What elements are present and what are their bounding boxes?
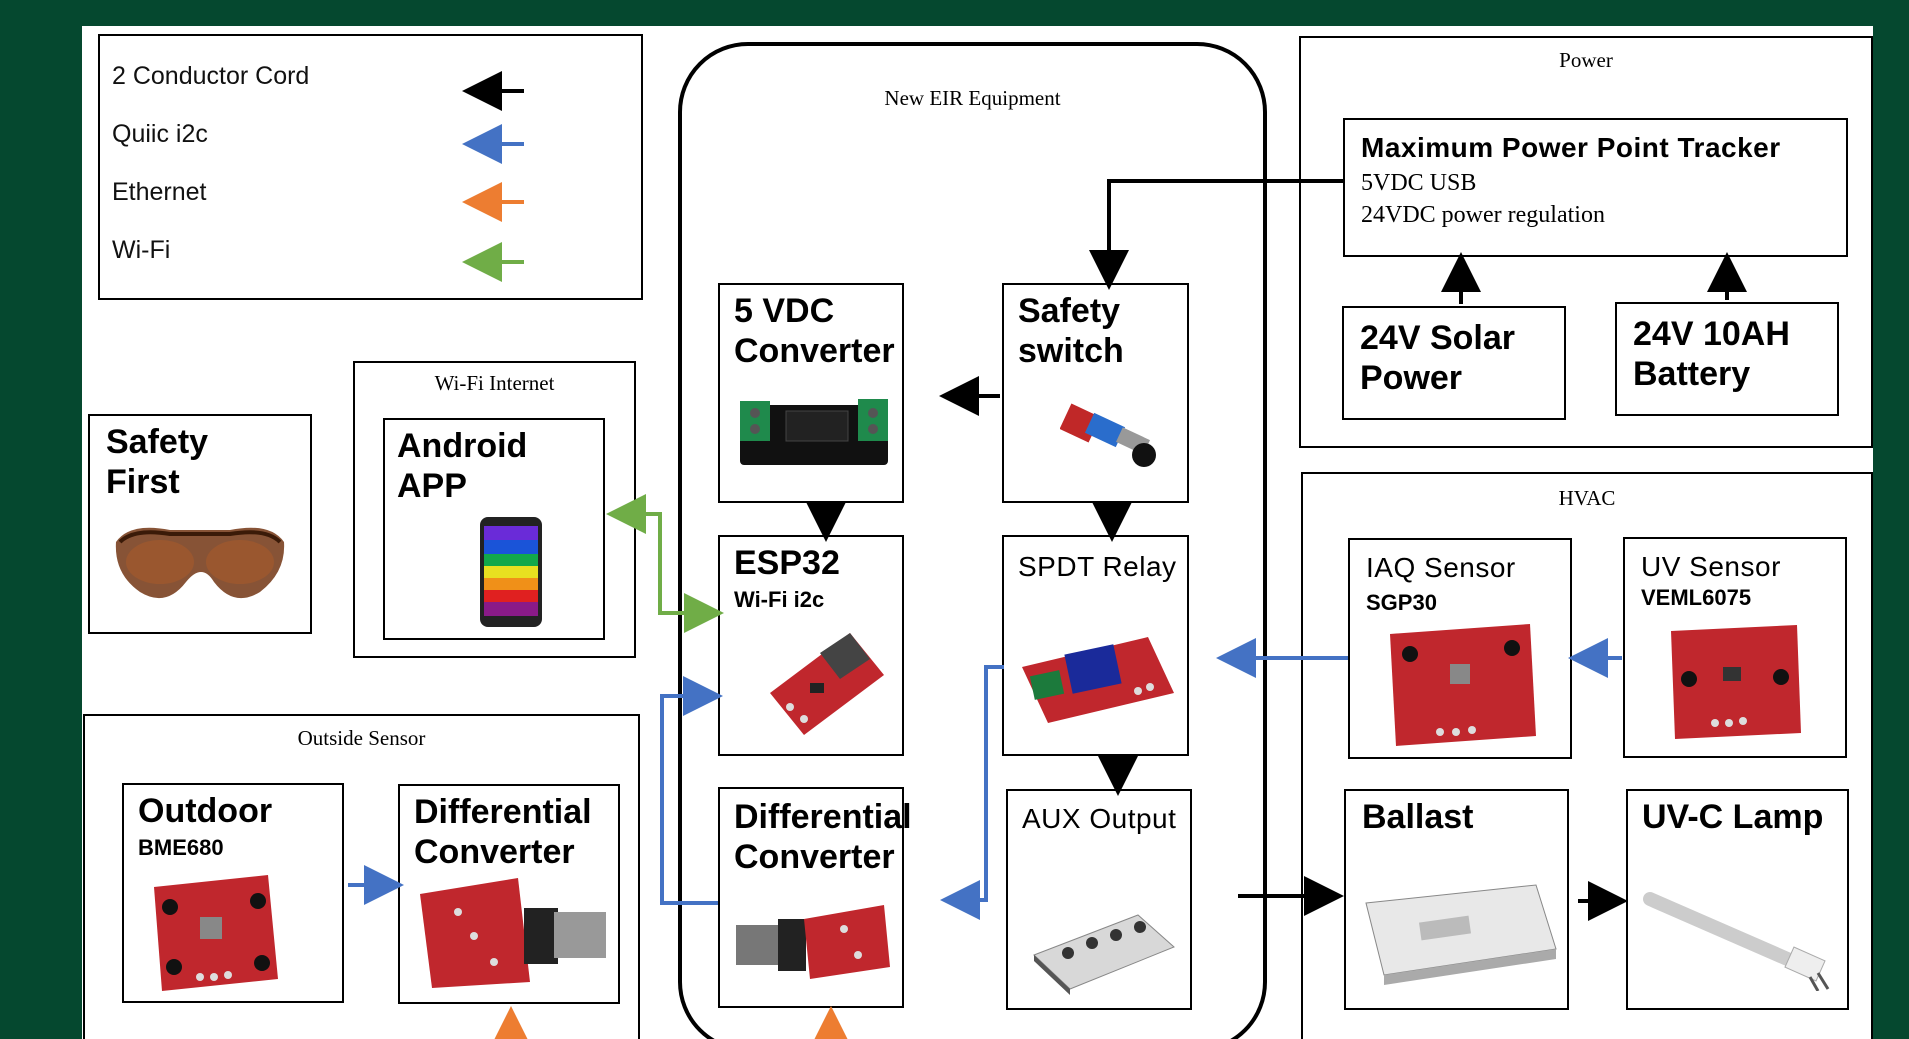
safety-glasses-icon — [115, 527, 285, 599]
legend-label-cord: 2 Conductor Cord — [112, 62, 310, 90]
bme680-board-icon — [154, 875, 278, 991]
uv-sensor-title: UV Sensor — [1641, 551, 1781, 582]
aux-output-title: AUX Output — [1022, 803, 1177, 834]
ballast-title: Ballast — [1362, 798, 1474, 836]
iaq-sensor-subtitle: SGP30 — [1366, 590, 1437, 615]
safety-first-block: Safety First — [88, 414, 312, 634]
android-app-title: Android APP — [397, 427, 528, 505]
differential-board-outside-icon — [420, 878, 606, 988]
legend-label-wifi: Wi-Fi — [112, 236, 171, 264]
aux-output-block: AUX Output — [1006, 789, 1192, 1010]
outdoor-sensor-block: Outdoor BME680 — [122, 783, 344, 1003]
differential-converter-outside-title: Differential Converter — [414, 793, 592, 871]
ballast-device-icon — [1365, 884, 1557, 985]
spdt-relay-title: SPDT Relay — [1018, 551, 1177, 582]
legend-label-ethernet: Ethernet — [112, 178, 207, 206]
mppt-line1: 5VDC USB — [1361, 170, 1477, 196]
sgp30-board-icon — [1390, 624, 1536, 746]
iaq-sensor-title: IAQ Sensor — [1366, 552, 1516, 583]
wifi-internet-title: Wi-Fi Internet — [434, 371, 555, 395]
hvac-title: HVAC — [1558, 486, 1616, 510]
mppt-line2: 24VDC power regulation — [1361, 202, 1605, 228]
smartphone-icon — [480, 517, 542, 627]
ballast-block: Ballast — [1344, 789, 1569, 1010]
outdoor-sensor-subtitle: BME680 — [138, 835, 224, 860]
battery-title: 24V 10AH Battery — [1633, 315, 1790, 393]
mppt-block: Maximum Power Point Tracker 5VDC USB 24V… — [1343, 118, 1848, 257]
differential-converter-outside-block: Differential Converter — [398, 784, 620, 1004]
differential-converter-eir-block: Differential Converter — [718, 787, 912, 1008]
uv-sensor-subtitle: VEML6075 — [1641, 585, 1752, 610]
differential-board-icon — [736, 905, 890, 979]
safety-first-title: Safety First — [106, 423, 209, 501]
veml6075-board-icon — [1671, 625, 1801, 739]
vdc5-converter-title: 5 VDC Converter — [734, 292, 895, 370]
safety-switch-title: Safety switch — [1018, 292, 1124, 370]
outside-sensor-title: Outside Sensor — [297, 726, 426, 750]
diagram-sheet: 2 Conductor Cord Quiic i2c Ethernet Wi-F… — [82, 26, 1873, 1039]
esp32-subtitle: Wi-Fi i2c — [734, 587, 825, 612]
legend-label-i2c: Quiic i2c — [112, 120, 208, 148]
outdoor-sensor-title: Outdoor — [138, 792, 273, 830]
vdc5-converter-block: 5 VDC Converter — [718, 283, 904, 503]
android-app-block: Android APP — [383, 418, 605, 640]
eir-equipment-title: New EIR Equipment — [884, 86, 1061, 110]
esp32-board-icon — [770, 633, 884, 735]
mppt-title: Maximum Power Point Tracker — [1361, 132, 1781, 163]
uvc-lamp-title: UV-C Lamp — [1642, 798, 1824, 836]
battery-block: 24V 10AH Battery — [1615, 302, 1839, 416]
uv-sensor-block: UV Sensor VEML6075 — [1623, 537, 1847, 758]
power-title: Power — [1559, 48, 1613, 72]
esp32-title: ESP32 — [734, 544, 840, 582]
safety-switch-block: Safety switch — [1002, 283, 1189, 503]
uvc-lamp-icon — [1643, 892, 1830, 991]
relay-board-icon — [1022, 637, 1174, 723]
uvc-lamp-block: UV-C Lamp — [1626, 789, 1849, 1010]
solar-power-block: 24V Solar Power — [1342, 306, 1566, 420]
iaq-sensor-block: IAQ Sensor SGP30 — [1348, 538, 1572, 759]
toggle-switch-icon — [1060, 403, 1156, 467]
spdt-relay-block: SPDT Relay — [1002, 535, 1189, 756]
esp32-block: ESP32 Wi-Fi i2c — [718, 535, 904, 756]
legend-box: 2 Conductor Cord Quiic i2c Ethernet Wi-F… — [98, 34, 643, 300]
dc-converter-module-icon — [740, 399, 888, 465]
solar-power-title: 24V Solar Power — [1360, 319, 1515, 397]
differential-converter-eir-title: Differential Converter — [734, 798, 912, 876]
terminal-block-icon — [1033, 914, 1175, 995]
